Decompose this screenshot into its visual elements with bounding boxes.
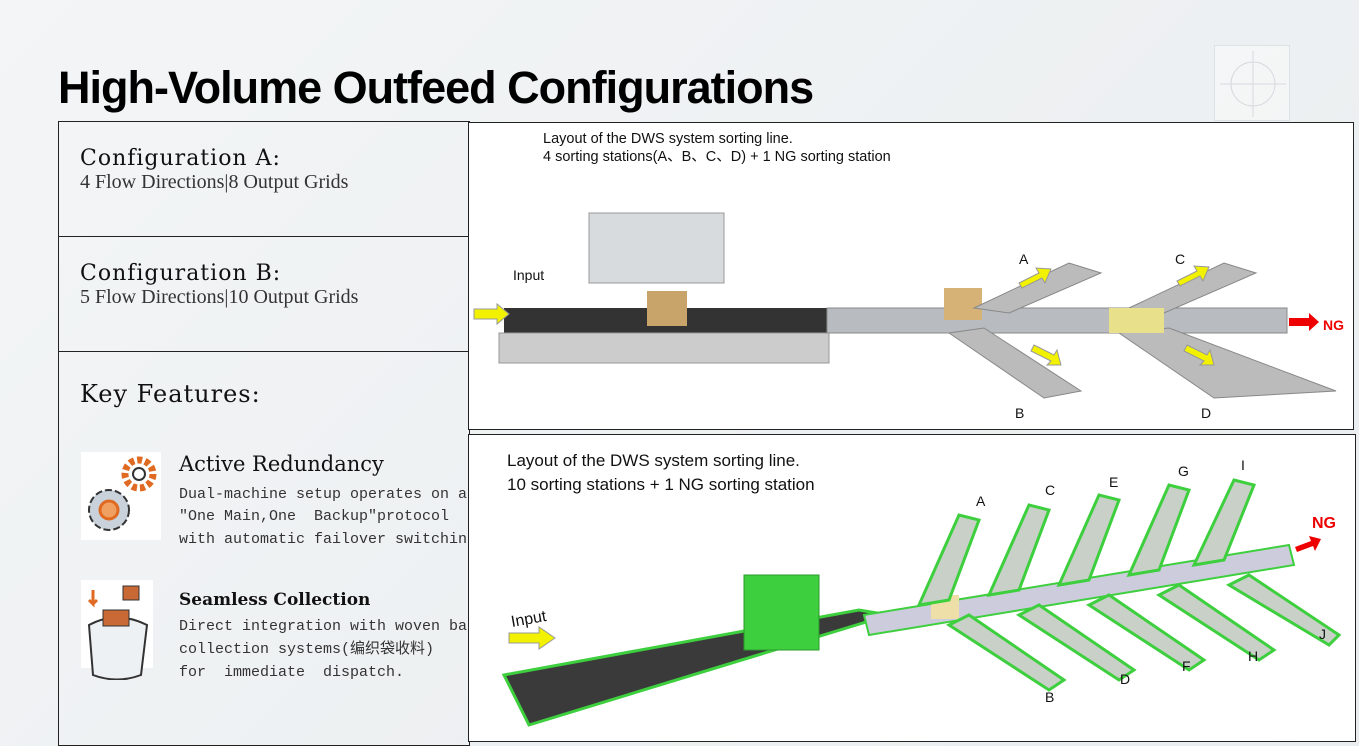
feature-line: Dual-machine setup operates on a <box>179 486 468 503</box>
station-label: I <box>1241 457 1245 473</box>
ng-label: NG <box>1312 515 1336 532</box>
station-label: H <box>1248 648 1259 664</box>
caption-line-2: 10 sorting stations + 1 NG sorting stati… <box>507 475 815 494</box>
bag-icon <box>81 580 153 681</box>
feature-line: "One Main,One Backup"protocol <box>179 508 450 525</box>
config-a-detail: 4 Flow Directions|8 Output Grids <box>80 171 349 193</box>
caption-line-1: Layout of the DWS system sorting line. <box>543 131 793 147</box>
station-label: D <box>1201 405 1212 421</box>
station-label: B <box>1045 689 1055 705</box>
caption-line-2: 4 sorting stations(A、B、C、D) + 1 NG sorti… <box>543 149 891 165</box>
station-label: J <box>1319 626 1326 642</box>
station-label: F <box>1182 658 1191 674</box>
station-label: C <box>1175 251 1186 267</box>
feature-title: Seamless Collection <box>179 590 371 610</box>
station-label: A <box>976 493 986 509</box>
crosshair-decoration <box>1214 45 1290 121</box>
station-label: G <box>1178 463 1189 479</box>
caption-line-1: Layout of the DWS system sorting line. <box>507 451 800 470</box>
feature-line: Direct integration with woven bag <box>179 618 477 635</box>
feature-line: with automatic failover switching <box>179 531 477 548</box>
diagram-config-a: Layout of the DWS system sorting line. 4… <box>468 122 1354 430</box>
input-label: Input <box>513 267 545 283</box>
config-b-heading: Configuration B: <box>80 261 282 286</box>
features-panel: Configuration A: 4 Flow Directions|8 Out… <box>58 121 476 746</box>
diagram-config-b: Layout of the DWS system sorting line. 1… <box>468 434 1356 742</box>
station-label: E <box>1109 474 1119 490</box>
station-label: D <box>1120 671 1131 687</box>
page-title: High-Volume Outfeed Configurations <box>58 62 814 113</box>
feature-title: Active Redundancy <box>179 452 384 476</box>
config-b: Configuration B: 5 Flow Directions|10 Ou… <box>59 237 469 352</box>
station-label: A <box>1019 251 1029 267</box>
key-features-heading: Key Features: <box>80 380 261 408</box>
config-a-heading: Configuration A: <box>80 146 281 171</box>
station-label: B <box>1015 405 1025 421</box>
ng-label: NG <box>1323 317 1344 333</box>
station-label: C <box>1045 482 1056 498</box>
config-a: Configuration A: 4 Flow Directions|8 Out… <box>59 122 469 237</box>
feature-line: collection systems(编织袋收料) <box>179 641 435 658</box>
feature-line: for immediate dispatch. <box>179 664 405 681</box>
gears-icon <box>81 452 161 540</box>
config-b-detail: 5 Flow Directions|10 Output Grids <box>80 286 359 308</box>
